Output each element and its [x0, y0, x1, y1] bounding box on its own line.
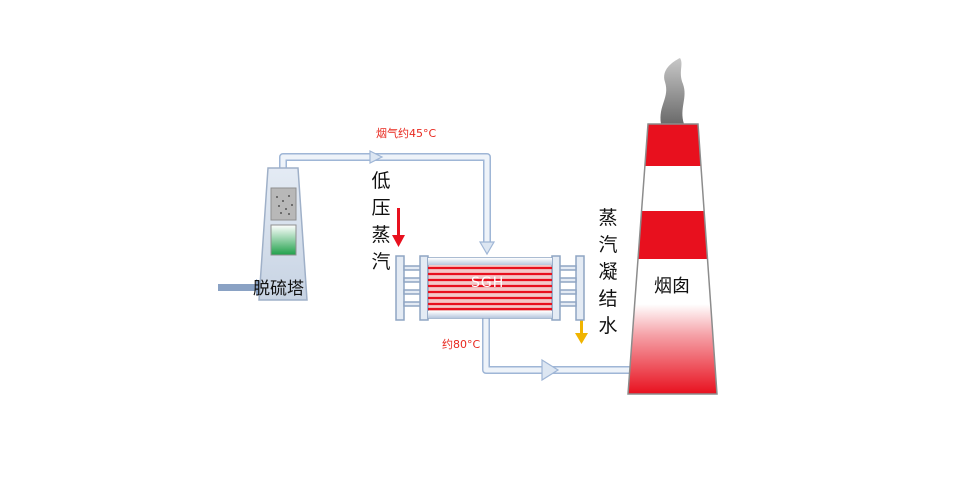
flue-gas-outlet-temp-label: 约80°C: [442, 338, 481, 351]
flue-gas-inlet-temp-label: 烟气约45°C: [376, 127, 437, 140]
chimney-label: 烟囱: [654, 276, 690, 297]
low-pressure-steam-label: 低 压 蒸 汽: [371, 170, 391, 273]
smoke-plume: [660, 58, 685, 124]
desulfurization-tower: [258, 167, 308, 301]
condensate-outlet-arrow: [575, 320, 588, 344]
chimney: [627, 58, 718, 395]
flue-gas-pipe-out: [482, 318, 640, 382]
sgh-heat-exchanger: [395, 255, 585, 321]
steam-condensate-label: 蒸 汽 凝 结 水: [598, 207, 618, 337]
steam-inlet-arrow: [392, 208, 405, 247]
sgh-label: SGH: [471, 275, 505, 291]
desulfurization-tower-label: 脱硫塔: [253, 279, 304, 299]
